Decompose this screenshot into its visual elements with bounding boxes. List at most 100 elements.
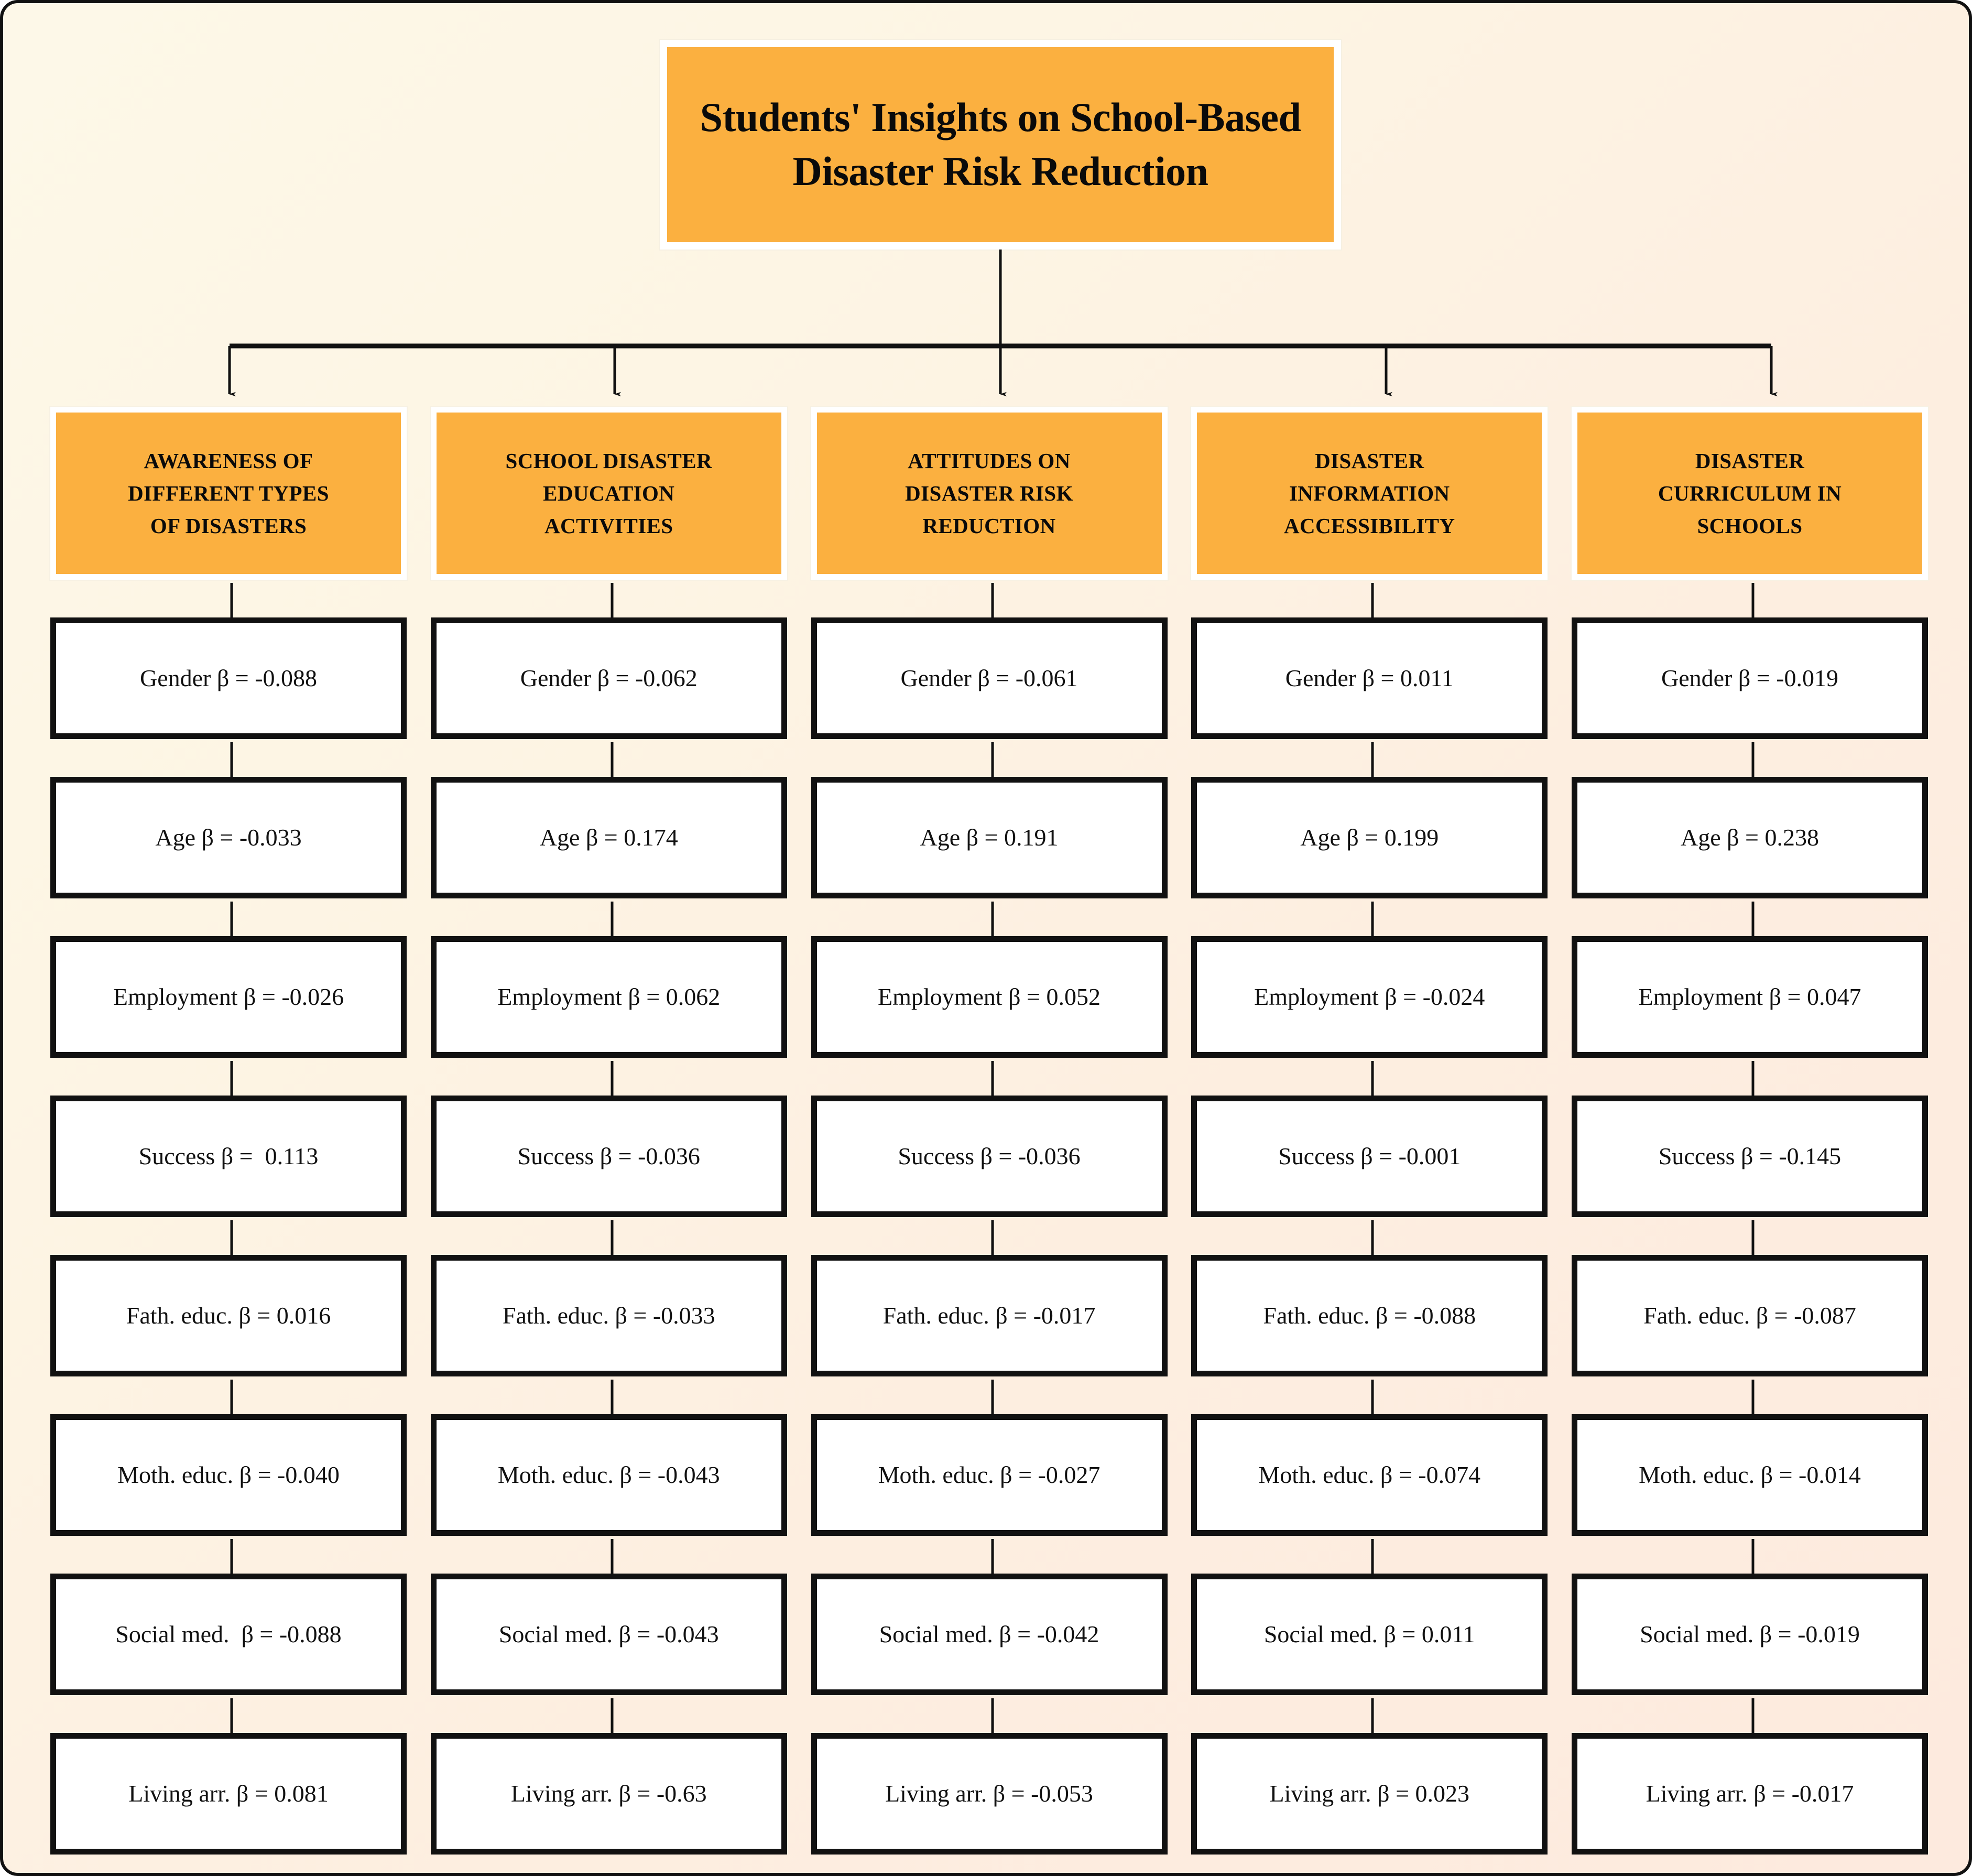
root-title-box: Students' Insights on School-Based Disas… (659, 39, 1342, 251)
connector-gap-school-disaster-education-activities-1 (431, 739, 787, 777)
connector-gap-attitudes-on-disaster-risk-reduction-5 (811, 1376, 1168, 1414)
beta-box-disaster-curriculum-in-schools-moth-educ[interactable]: Moth. educ. β = -0.014 (1572, 1414, 1928, 1536)
category-header-line-2: DIFFERENT TYPES (128, 481, 329, 505)
beta-box-disaster-curriculum-in-schools-age[interactable]: Age β = 0.238 (1572, 777, 1928, 898)
beta-box-school-disaster-education-activities-fath-educ[interactable]: Fath. educ. β = -0.033 (430, 1255, 787, 1376)
connector-gap-awareness-of-different-types-of-disasters-5 (50, 1376, 407, 1414)
beta-box-school-disaster-education-activities-moth-educ[interactable]: Moth. educ. β = -0.043 (430, 1414, 787, 1536)
beta-value-text: Success β = -0.001 (1278, 1143, 1461, 1170)
beta-value-text: Fath. educ. β = -0.017 (883, 1302, 1096, 1329)
beta-box-disaster-curriculum-in-schools-gender[interactable]: Gender β = -0.019 (1572, 617, 1928, 739)
beta-box-disaster-information-accessibility-gender[interactable]: Gender β = 0.011 (1191, 617, 1548, 739)
beta-value-text: Moth. educ. β = -0.043 (497, 1461, 720, 1489)
beta-value-text: Age β = 0.199 (1300, 824, 1439, 851)
connector-gap-attitudes-on-disaster-risk-reduction-7 (811, 1695, 1168, 1733)
beta-box-awareness-of-different-types-of-disasters-living-arr[interactable]: Living arr. β = 0.081 (50, 1733, 407, 1855)
beta-box-disaster-curriculum-in-schools-fath-educ[interactable]: Fath. educ. β = -0.087 (1572, 1255, 1928, 1376)
beta-value-text: Success β = -0.036 (898, 1143, 1081, 1170)
beta-value-text: Gender β = -0.062 (520, 665, 698, 692)
beta-box-school-disaster-education-activities-employment[interactable]: Employment β = 0.062 (430, 936, 787, 1058)
beta-box-disaster-information-accessibility-success[interactable]: Success β = -0.001 (1191, 1096, 1548, 1217)
connector-gap-disaster-curriculum-in-schools-0 (1572, 580, 1928, 617)
beta-value-text: Gender β = -0.019 (1661, 665, 1839, 692)
connector-gap-school-disaster-education-activities-6 (431, 1536, 787, 1574)
category-header-line-1: DISASTER (1695, 448, 1805, 473)
beta-box-disaster-information-accessibility-employment[interactable]: Employment β = -0.024 (1191, 936, 1548, 1058)
connector-gap-school-disaster-education-activities-2 (431, 898, 787, 936)
beta-value-text: Age β = 0.191 (920, 824, 1059, 851)
beta-value-text: Employment β = 0.047 (1638, 983, 1861, 1011)
beta-box-awareness-of-different-types-of-disasters-moth-educ[interactable]: Moth. educ. β = -0.040 (50, 1414, 407, 1536)
beta-box-school-disaster-education-activities-age[interactable]: Age β = 0.174 (430, 777, 787, 898)
beta-box-awareness-of-different-types-of-disasters-success[interactable]: Success β = 0.113 (50, 1096, 407, 1217)
beta-box-awareness-of-different-types-of-disasters-social-med[interactable]: Social med. β = -0.088 (50, 1574, 407, 1695)
beta-box-disaster-curriculum-in-schools-employment[interactable]: Employment β = 0.047 (1572, 936, 1928, 1058)
beta-box-attitudes-on-disaster-risk-reduction-success[interactable]: Success β = -0.036 (811, 1096, 1168, 1217)
beta-box-disaster-information-accessibility-age[interactable]: Age β = 0.199 (1191, 777, 1548, 898)
beta-box-school-disaster-education-activities-gender[interactable]: Gender β = -0.062 (430, 617, 787, 739)
beta-box-attitudes-on-disaster-risk-reduction-fath-educ[interactable]: Fath. educ. β = -0.017 (811, 1255, 1168, 1376)
connector-gap-attitudes-on-disaster-risk-reduction-4 (811, 1217, 1168, 1255)
beta-box-attitudes-on-disaster-risk-reduction-living-arr[interactable]: Living arr. β = -0.053 (811, 1733, 1168, 1855)
beta-box-attitudes-on-disaster-risk-reduction-social-med[interactable]: Social med. β = -0.042 (811, 1574, 1168, 1695)
beta-box-awareness-of-different-types-of-disasters-age[interactable]: Age β = -0.033 (50, 777, 407, 898)
connector-gap-school-disaster-education-activities-3 (431, 1058, 787, 1096)
category-header-line-3: SCHOOLS (1697, 514, 1803, 538)
beta-box-attitudes-on-disaster-risk-reduction-employment[interactable]: Employment β = 0.052 (811, 936, 1168, 1058)
connector-gap-school-disaster-education-activities-5 (431, 1376, 787, 1414)
beta-box-awareness-of-different-types-of-disasters-fath-educ[interactable]: Fath. educ. β = 0.016 (50, 1255, 407, 1376)
connector-gap-disaster-information-accessibility-4 (1191, 1217, 1548, 1255)
connector-gap-disaster-information-accessibility-6 (1191, 1536, 1548, 1574)
beta-value-text: Employment β = 0.052 (878, 983, 1101, 1011)
beta-value-text: Living arr. β = -0.017 (1646, 1780, 1854, 1807)
beta-box-disaster-information-accessibility-social-med[interactable]: Social med. β = 0.011 (1191, 1574, 1548, 1695)
category-header-line-2: INFORMATION (1289, 481, 1450, 505)
beta-value-text: Fath. educ. β = -0.087 (1643, 1302, 1856, 1329)
beta-value-text: Fath. educ. β = 0.016 (126, 1302, 331, 1329)
root-title-line-1: Students' Insights on School-Based (700, 94, 1301, 140)
connector-gap-school-disaster-education-activities-0 (431, 580, 787, 617)
beta-box-attitudes-on-disaster-risk-reduction-moth-educ[interactable]: Moth. educ. β = -0.027 (811, 1414, 1168, 1536)
connector-gap-awareness-of-different-types-of-disasters-0 (50, 580, 407, 617)
category-header-line-2: DISASTER RISK (905, 481, 1073, 505)
connector-gap-disaster-curriculum-in-schools-3 (1572, 1058, 1928, 1096)
beta-box-awareness-of-different-types-of-disasters-employment[interactable]: Employment β = -0.026 (50, 936, 407, 1058)
connector-gap-attitudes-on-disaster-risk-reduction-6 (811, 1536, 1168, 1574)
beta-box-attitudes-on-disaster-risk-reduction-age[interactable]: Age β = 0.191 (811, 777, 1168, 898)
beta-value-text: Fath. educ. β = -0.088 (1263, 1302, 1476, 1329)
connector-gap-disaster-information-accessibility-3 (1191, 1058, 1548, 1096)
beta-box-disaster-curriculum-in-schools-living-arr[interactable]: Living arr. β = -0.017 (1572, 1733, 1928, 1855)
beta-value-text: Success β = -0.145 (1658, 1143, 1842, 1170)
beta-box-awareness-of-different-types-of-disasters-gender[interactable]: Gender β = -0.088 (50, 617, 407, 739)
category-header-line-3: ACCESSIBILITY (1284, 514, 1455, 538)
beta-box-school-disaster-education-activities-success[interactable]: Success β = -0.036 (430, 1096, 787, 1217)
beta-value-text: Moth. educ. β = -0.074 (1258, 1461, 1481, 1489)
beta-box-disaster-information-accessibility-moth-educ[interactable]: Moth. educ. β = -0.074 (1191, 1414, 1548, 1536)
category-header-line-3: ACTIVITIES (544, 514, 673, 538)
beta-box-school-disaster-education-activities-social-med[interactable]: Social med. β = -0.043 (430, 1574, 787, 1695)
beta-box-disaster-curriculum-in-schools-success[interactable]: Success β = -0.145 (1572, 1096, 1928, 1217)
beta-box-disaster-information-accessibility-fath-educ[interactable]: Fath. educ. β = -0.088 (1191, 1255, 1548, 1376)
connector-gap-disaster-information-accessibility-7 (1191, 1695, 1548, 1733)
category-header-line-3: REDUCTION (922, 514, 1056, 538)
beta-box-school-disaster-education-activities-living-arr[interactable]: Living arr. β = -0.63 (430, 1733, 787, 1855)
beta-box-disaster-curriculum-in-schools-social-med[interactable]: Social med. β = -0.019 (1572, 1574, 1928, 1695)
beta-box-disaster-information-accessibility-living-arr[interactable]: Living arr. β = 0.023 (1191, 1733, 1548, 1855)
connector-gap-disaster-curriculum-in-schools-1 (1572, 739, 1928, 777)
root-title-line-2: Disaster Risk Reduction (792, 148, 1208, 194)
category-header-line-1: SCHOOL DISASTER (505, 448, 712, 473)
beta-box-attitudes-on-disaster-risk-reduction-gender[interactable]: Gender β = -0.061 (811, 617, 1168, 739)
connector-gap-disaster-information-accessibility-1 (1191, 739, 1548, 777)
beta-value-text: Gender β = 0.011 (1285, 665, 1454, 692)
beta-value-text: Social med. β = -0.042 (879, 1621, 1099, 1648)
